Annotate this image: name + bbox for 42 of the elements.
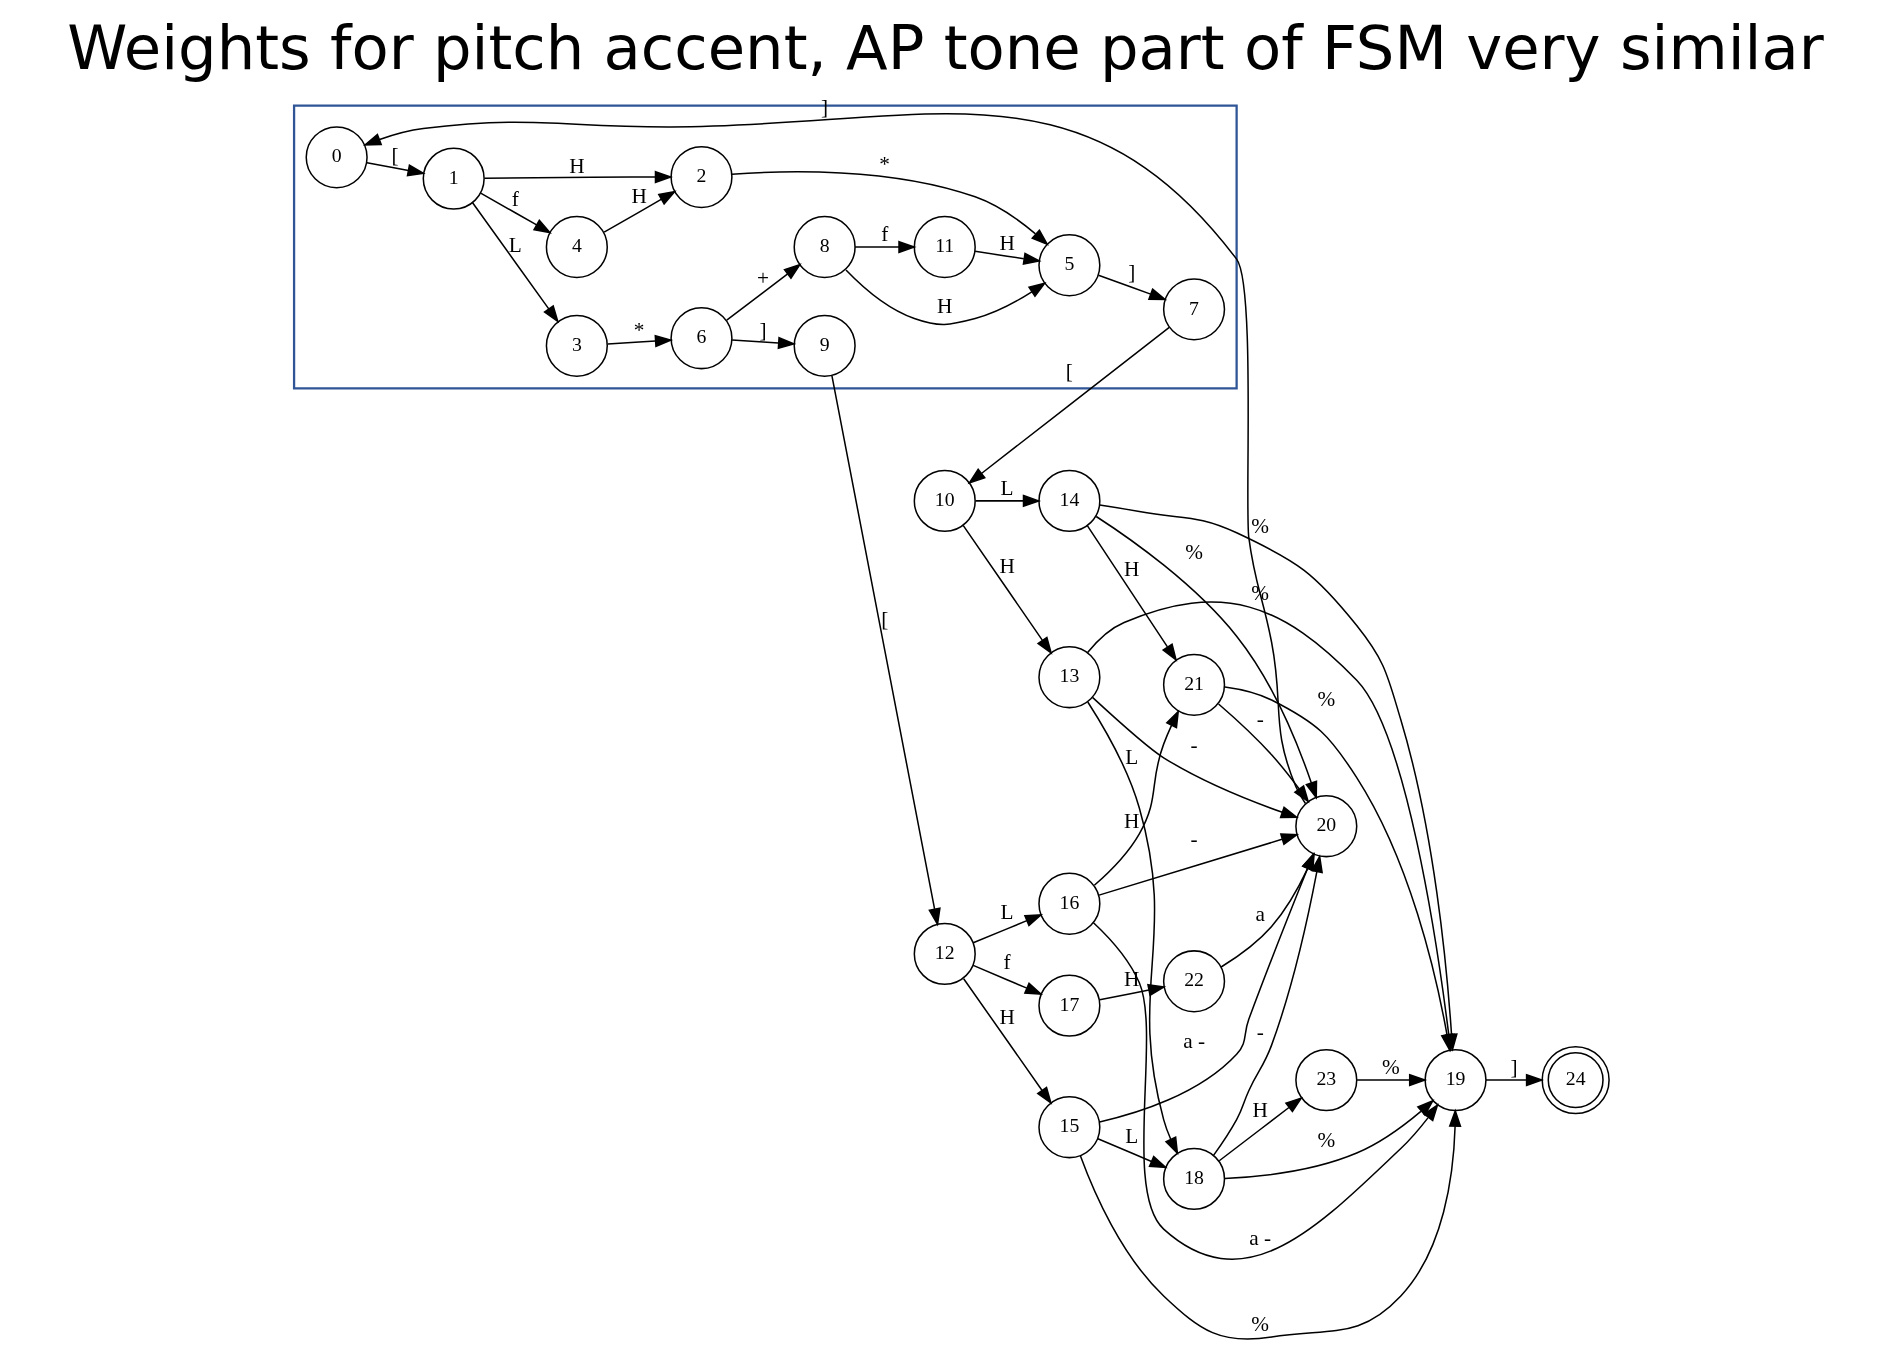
edge-label: % (1316, 1128, 1335, 1153)
edge-label: - (1190, 733, 1198, 758)
edge-label: f (880, 222, 888, 247)
edge-label: [ (391, 143, 399, 168)
edge-label: L (1000, 476, 1014, 501)
edge-label: a - (1182, 1029, 1205, 1054)
edge-label: % (1250, 1312, 1269, 1337)
edge-label: % (1381, 1055, 1400, 1080)
edge-label: H (568, 153, 585, 178)
edge-label: % (1184, 539, 1203, 564)
edge-label: L (508, 232, 522, 257)
edge-label: H (936, 293, 952, 318)
edge-label: H (1252, 1097, 1268, 1122)
edge-label: - (1256, 707, 1264, 732)
diagram-title: Weights for pitch accent, AP tone part of FSM very similar (66, 13, 1824, 84)
edge-label: ] (1510, 1055, 1518, 1080)
edge-label: - (1190, 827, 1198, 852)
edge-label: H (998, 231, 1015, 256)
edge-label: * (633, 318, 644, 342)
edge-label: H (998, 1005, 1015, 1030)
edge-label: H (1123, 556, 1139, 581)
edge-label: a (1254, 901, 1265, 926)
edge-label: f (511, 187, 519, 212)
edge-label: L (1000, 900, 1014, 925)
edge-label: ] (1127, 260, 1135, 285)
edge-label: [ (1065, 359, 1073, 384)
edge-label: % (1316, 687, 1335, 712)
edge-label: [ (880, 606, 888, 631)
edge-label: + (756, 266, 769, 291)
edge-label: ] (759, 318, 767, 342)
edge-label: ] (820, 94, 828, 119)
edge-label: a - (1248, 1225, 1271, 1250)
edge-label: L (1124, 745, 1138, 770)
edge-label: - (1256, 1020, 1264, 1045)
edge-label: L (1124, 1123, 1138, 1148)
edge-label: * (878, 152, 890, 177)
edge-label: H (1123, 809, 1139, 834)
edge-label: % (1250, 514, 1269, 539)
edge-label: H (1123, 967, 1139, 992)
edge-label: f (1003, 950, 1011, 975)
edge-label: H (998, 553, 1015, 578)
edge-label: H (630, 184, 647, 209)
